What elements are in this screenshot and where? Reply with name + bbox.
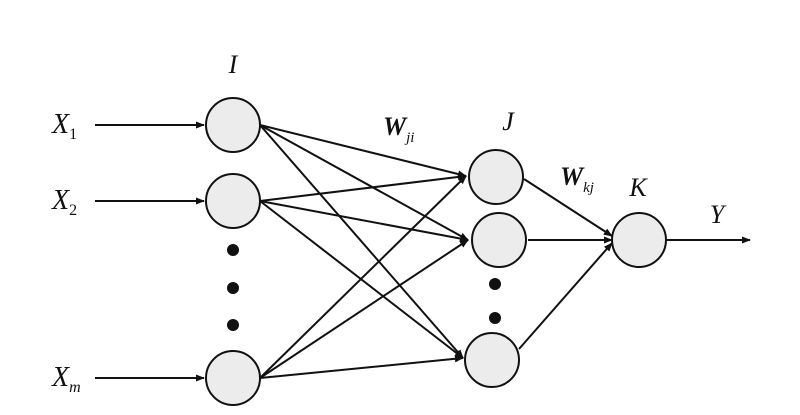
weight-kj-main: W [560, 162, 585, 191]
input-label-2: X2 [51, 185, 77, 219]
edge-i1-j2 [259, 124, 469, 241]
input-ellipsis-dot [227, 282, 239, 294]
output-layer-label: K [628, 173, 648, 202]
weight-kj-label: Wkj [560, 162, 594, 196]
edge-i1-j1 [259, 124, 467, 178]
input-node-m [205, 350, 261, 406]
edge-j1-k [523, 178, 613, 237]
hidden-node-1 [468, 149, 524, 205]
output-label: Y [710, 200, 727, 229]
edge-im-j2 [259, 239, 469, 379]
edge-im-j1 [259, 175, 467, 379]
edge-im-j3 [259, 355, 464, 379]
input-label-2-main: X [51, 185, 70, 216]
input-label-1: X1 [51, 109, 77, 143]
weight-ji-sub: ji [404, 130, 414, 146]
output-node [611, 212, 667, 268]
edge-i1-j3 [259, 124, 464, 359]
edge-i2-j1 [259, 173, 467, 202]
input-label-m-sub: m [69, 379, 81, 396]
weight-kj-sub: kj [583, 180, 594, 196]
input-label-1-sub: 1 [69, 126, 77, 143]
input-layer-label: I [228, 50, 239, 79]
hidden-node-n [464, 332, 520, 388]
edge-j3-k [518, 242, 613, 350]
input-ellipsis-dot [227, 244, 239, 256]
input-label-m: Xm [51, 362, 81, 396]
input-label-1-main: X [51, 109, 70, 140]
input-label-m-main: X [51, 362, 70, 393]
edge-i2-j2 [259, 200, 469, 243]
hidden-layer-label: J [502, 107, 515, 136]
input-node-1 [205, 97, 261, 153]
hidden-ellipsis-dot [489, 312, 501, 324]
weight-ji-label: Wji [383, 112, 414, 146]
input-ellipsis-dot [227, 319, 239, 331]
hidden-node-2 [471, 212, 527, 268]
input-node-2 [205, 173, 261, 229]
weight-ji-main: W [383, 112, 408, 141]
hidden-ellipsis-dot [489, 278, 501, 290]
input-label-2-sub: 2 [69, 202, 77, 219]
